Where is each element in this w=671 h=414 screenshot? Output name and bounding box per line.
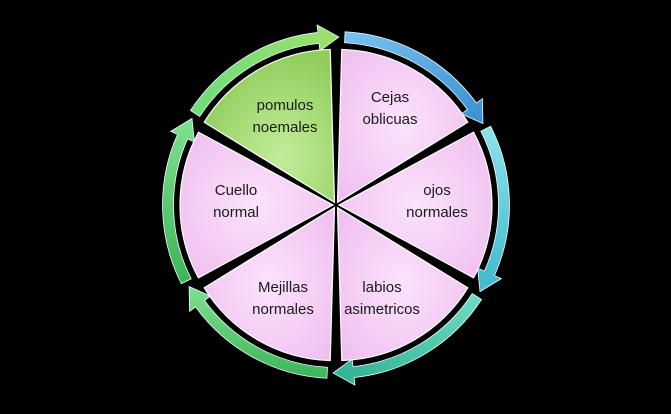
segment-label-line: asimetricos [344,301,420,318]
circular-arrow-icon-mejillas [188,285,328,379]
segment-label-line: Cuello [215,182,258,199]
segment-label-ojos: ojos normales [406,182,468,221]
segment-label-line: oblicuas [362,111,417,128]
segment-label-line: Cejas [371,89,409,106]
circular-arrow-icon-pomulos [189,24,340,118]
circular-arrow-icon-labios [332,292,483,386]
segment-pomulos [203,48,336,204]
segment-mejillas [203,206,336,362]
segment-label-pomulos: pomulos noemales [252,97,317,136]
segment-label-line: normal [213,204,259,221]
segment-labios [336,206,469,362]
segment-label-line: ojos [423,182,451,199]
segment-label-labios: labios asimetricos [344,279,420,318]
circular-arrow-icon-cuello [162,117,195,285]
segment-label-line: normales [406,204,468,221]
segment-label-line: normales [252,301,314,318]
segment-label-line: labios [362,279,401,296]
segment-cejas [336,48,469,204]
segment-label-mejillas: Mejillas normales [252,279,314,318]
segment-label-line: noemales [252,119,317,136]
circular-arrow-icon-cejas [344,31,484,125]
circular-arrow-icon-ojos [477,125,510,293]
segment-label-line: pomulos [257,97,314,114]
segment-ojos [337,131,493,279]
segment-label-cuello: Cuello normal [213,182,259,221]
segment-cuello [179,131,335,279]
segment-label-line: Mejillas [258,279,308,296]
segment-label-cejas: Cejas oblicuas [362,89,417,128]
